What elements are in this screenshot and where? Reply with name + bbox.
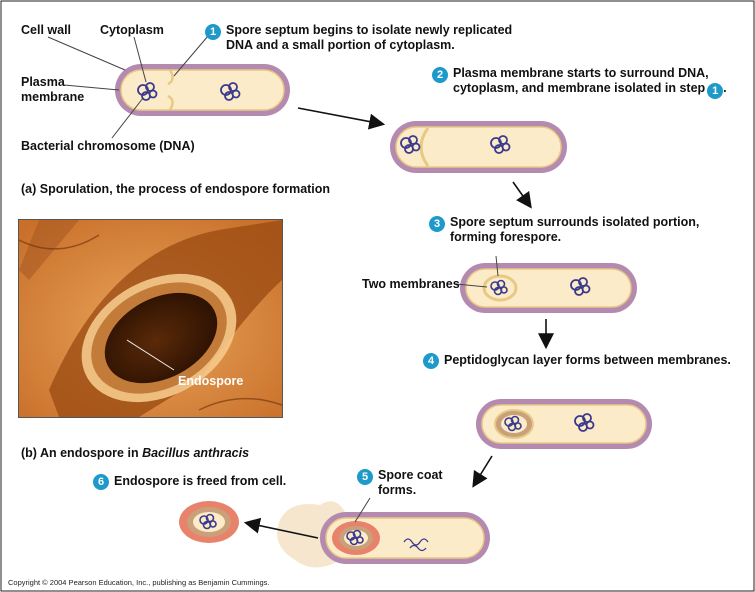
copyright-notice: Copyright © 2004 Pearson Education, Inc.…: [8, 578, 270, 587]
step-text-4: Peptidoglycan layer forms between membra…: [444, 353, 731, 368]
step-ref-badge-1: 1: [707, 83, 723, 99]
step-badge-5: 5: [357, 469, 373, 485]
free-endospore: [179, 501, 239, 543]
cell-stage-3: [456, 256, 637, 313]
cell-stage-2: [390, 121, 567, 173]
step-badge-3: 3: [429, 216, 445, 232]
cell-stage-5: [277, 498, 490, 568]
label-bacterial-chromosome: Bacterial chromosome (DNA): [21, 139, 195, 154]
step-text-6: Endospore is freed from cell.: [114, 474, 286, 489]
step-badge-4: 4: [423, 353, 439, 369]
step-badge-1: 1: [205, 24, 221, 40]
caption-a: (a) Sporulation, the process of endospor…: [21, 182, 330, 197]
caption-b: (b) An endospore in Bacillus anthracis: [21, 446, 249, 461]
label-plasma-membrane: Plasma membrane: [21, 75, 84, 105]
step-text-3: Spore septum surrounds isolated portion,…: [450, 215, 699, 245]
cell-stage-1: [115, 64, 290, 116]
cell-stage-4: [476, 399, 652, 449]
step-badge-6: 6: [93, 474, 109, 490]
arrow-2-to-3: [513, 182, 530, 206]
arrow-4-to-5: [474, 456, 492, 485]
label-endospore-photo: Endospore: [178, 374, 243, 389]
label-two-membranes: Two membranes: [362, 277, 460, 292]
label-cytoplasm: Cytoplasm: [100, 23, 164, 38]
step-badge-2: 2: [432, 67, 448, 83]
cytoplasm-1: [121, 70, 284, 110]
step-text-2: Plasma membrane starts to surround DNA, …: [453, 66, 727, 97]
arrow-1-to-2: [298, 108, 382, 124]
label-cell-wall: Cell wall: [21, 23, 71, 38]
step-text-5: Spore coat forms.: [378, 468, 443, 498]
step-text-1: Spore septum begins to isolate newly rep…: [226, 23, 512, 53]
